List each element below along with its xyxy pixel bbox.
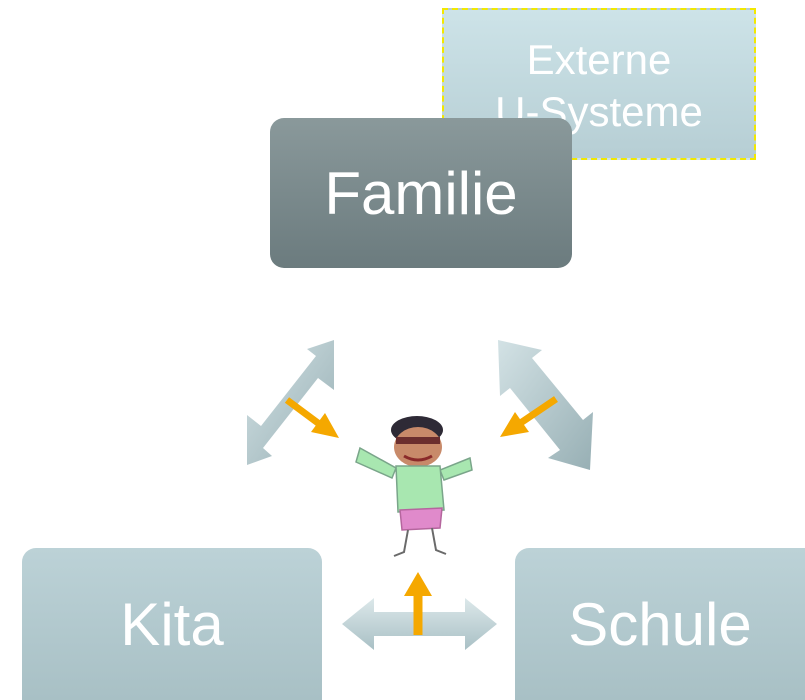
familie-label: Familie: [324, 159, 518, 227]
familie-box: Familie: [270, 118, 572, 268]
influence-arrow-from-bottom: [404, 572, 432, 635]
kita-label: Kita: [120, 590, 224, 658]
schule-label: Schule: [568, 590, 752, 658]
influence-arrow-from-familie-left: [284, 397, 339, 438]
schule-box: Schule: [515, 548, 805, 700]
child-drawing-image: [350, 410, 476, 568]
externe-label: Externe: [526, 36, 672, 83]
kita-box: Kita: [22, 548, 322, 700]
influence-arrow-from-familie-right: [500, 396, 558, 437]
